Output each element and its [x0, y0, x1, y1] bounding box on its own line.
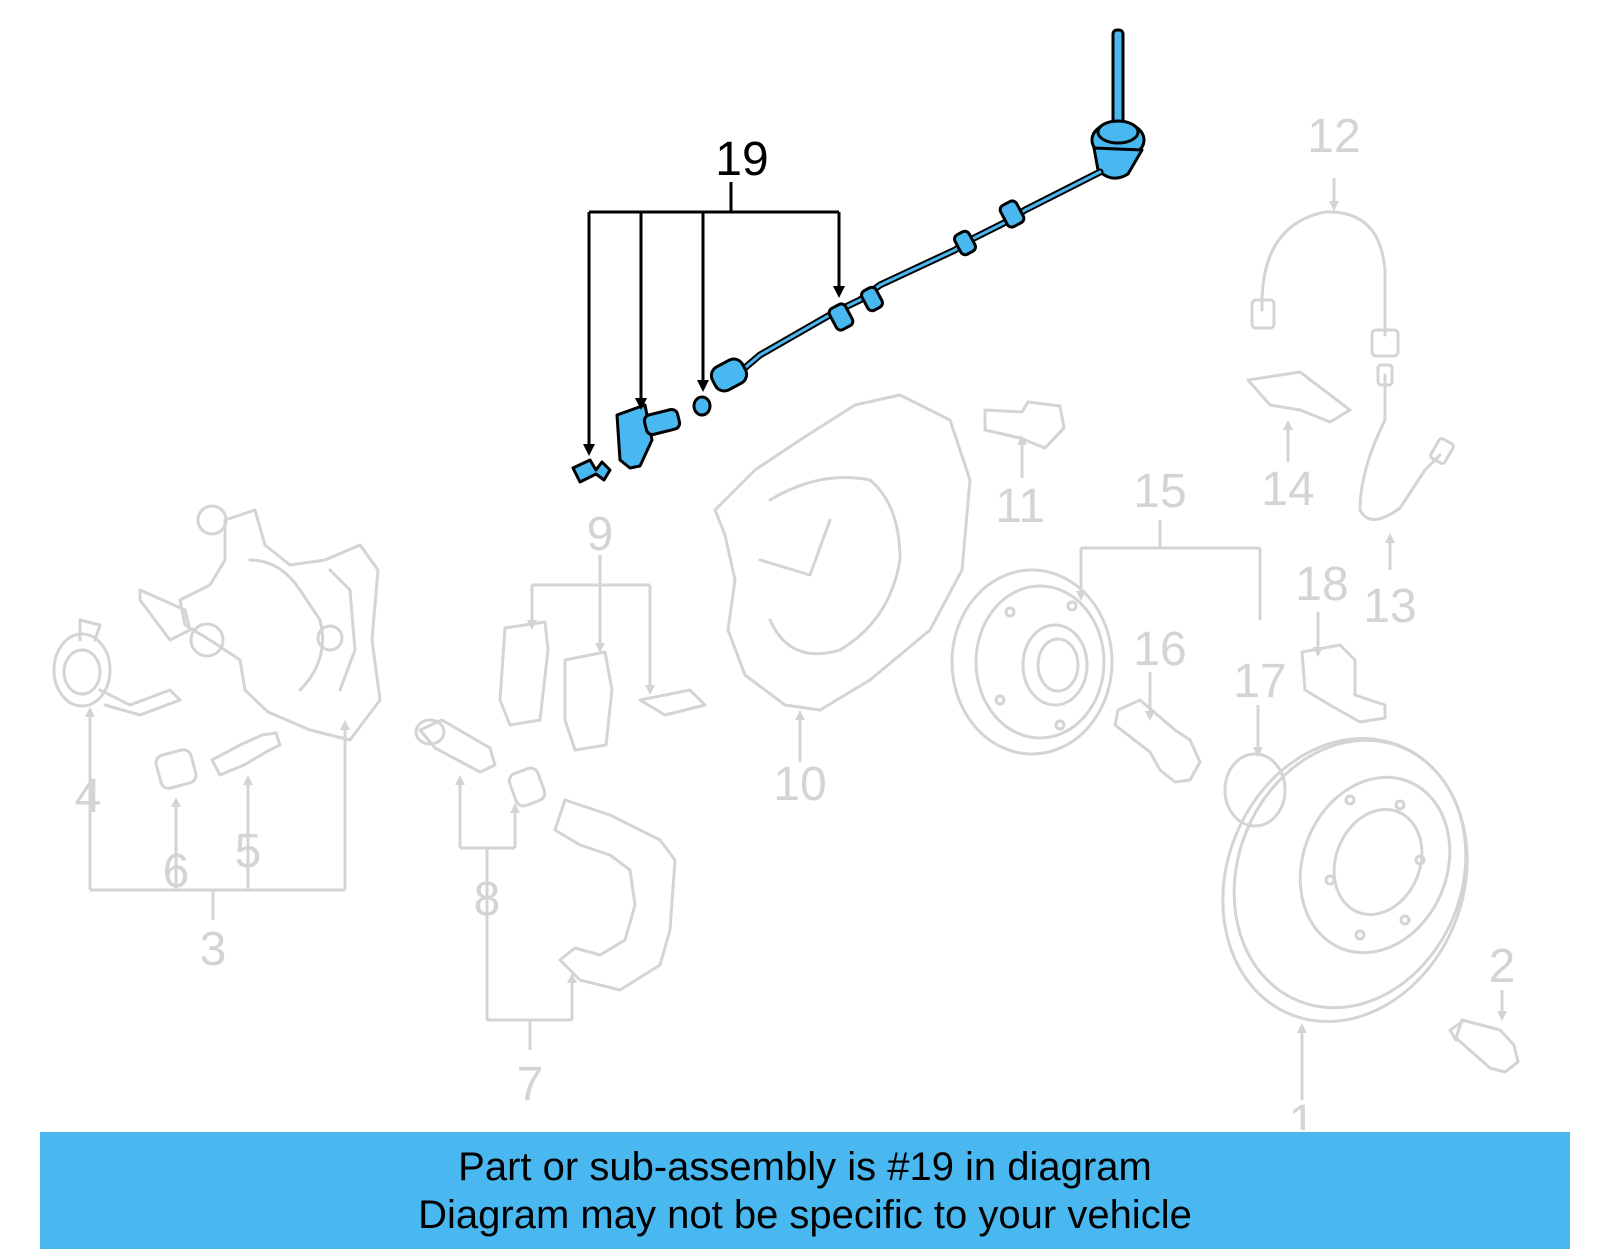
banner-line-1: Part or sub-assembly is #19 in diagram: [458, 1144, 1152, 1189]
callout-9: 9: [587, 508, 614, 561]
callout-18: 18: [1295, 558, 1348, 611]
callout-19: 19: [715, 133, 768, 186]
cable-clip-4: [827, 302, 855, 332]
sensor-rod: [1111, 28, 1125, 137]
parts-diagram: 1 2 3 4 5 6 7 8 9 10 11 12 13 14 15 16 1…: [52, 28, 1520, 1130]
part-14-clip[interactable]: [1246, 370, 1352, 462]
part-10-backing-plate[interactable]: [713, 393, 972, 762]
callout-15: 15: [1133, 465, 1186, 518]
cable-clip-1: [998, 199, 1026, 229]
part-5-bleeder[interactable]: [210, 731, 282, 890]
part-11-bolt[interactable]: [983, 400, 1066, 478]
callout-7: 7: [517, 1058, 544, 1111]
part-15-hub[interactable]: [950, 520, 1262, 756]
callout-8: 8: [474, 873, 501, 926]
cable-clip-2: [953, 229, 977, 257]
part-16-axle-bolt[interactable]: [1113, 672, 1202, 784]
callout-12: 12: [1307, 110, 1360, 163]
part-18-bracket[interactable]: [1300, 612, 1387, 724]
part-4-cap[interactable]: [52, 618, 182, 790]
cable-clip-3: [860, 285, 884, 313]
part-9-brake-pads[interactable]: [498, 555, 707, 752]
sensor-bolt: [571, 458, 612, 484]
callout-4: 4: [75, 770, 102, 823]
callout-10: 10: [773, 758, 826, 811]
part-1-brake-disc[interactable]: [1181, 701, 1508, 1100]
banner-line-2: Diagram may not be specific to your vehi…: [418, 1192, 1192, 1237]
sensor-o-ring: [692, 395, 712, 417]
info-banner: Part or sub-assembly is #19 in diagram D…: [40, 1132, 1570, 1249]
part-8-guide-pin[interactable]: [414, 718, 547, 880]
callout-3-leaders: [88, 720, 350, 920]
callout-5: 5: [235, 825, 262, 878]
part-3-caliper[interactable]: [138, 504, 382, 742]
part-2-screw[interactable]: [1448, 990, 1520, 1074]
callout-6: 6: [163, 845, 190, 898]
part-13-brake-line[interactable]: [1358, 363, 1455, 570]
sensor-head-stub: [642, 407, 682, 437]
callout-16: 16: [1133, 623, 1186, 676]
part-12-hose[interactable]: [1250, 178, 1400, 358]
callout-11: 11: [995, 480, 1045, 533]
callout-14: 14: [1261, 463, 1314, 516]
callout-2: 2: [1489, 940, 1516, 993]
sensor-connector: [709, 357, 749, 393]
callout-17: 17: [1233, 655, 1286, 708]
part-6-dust-cap[interactable]: [154, 748, 198, 890]
sensor-grommet-top: [1096, 119, 1140, 145]
part-19-abs-sensor[interactable]: [571, 28, 1146, 484]
callout-13: 13: [1363, 580, 1416, 633]
callout-3: 3: [200, 923, 227, 976]
callout-19-leaders: [583, 182, 845, 456]
callout-1: 1: [1289, 1096, 1316, 1130]
sensor-cable-outline: [736, 168, 1104, 376]
part-17-cap[interactable]: [1223, 705, 1287, 828]
